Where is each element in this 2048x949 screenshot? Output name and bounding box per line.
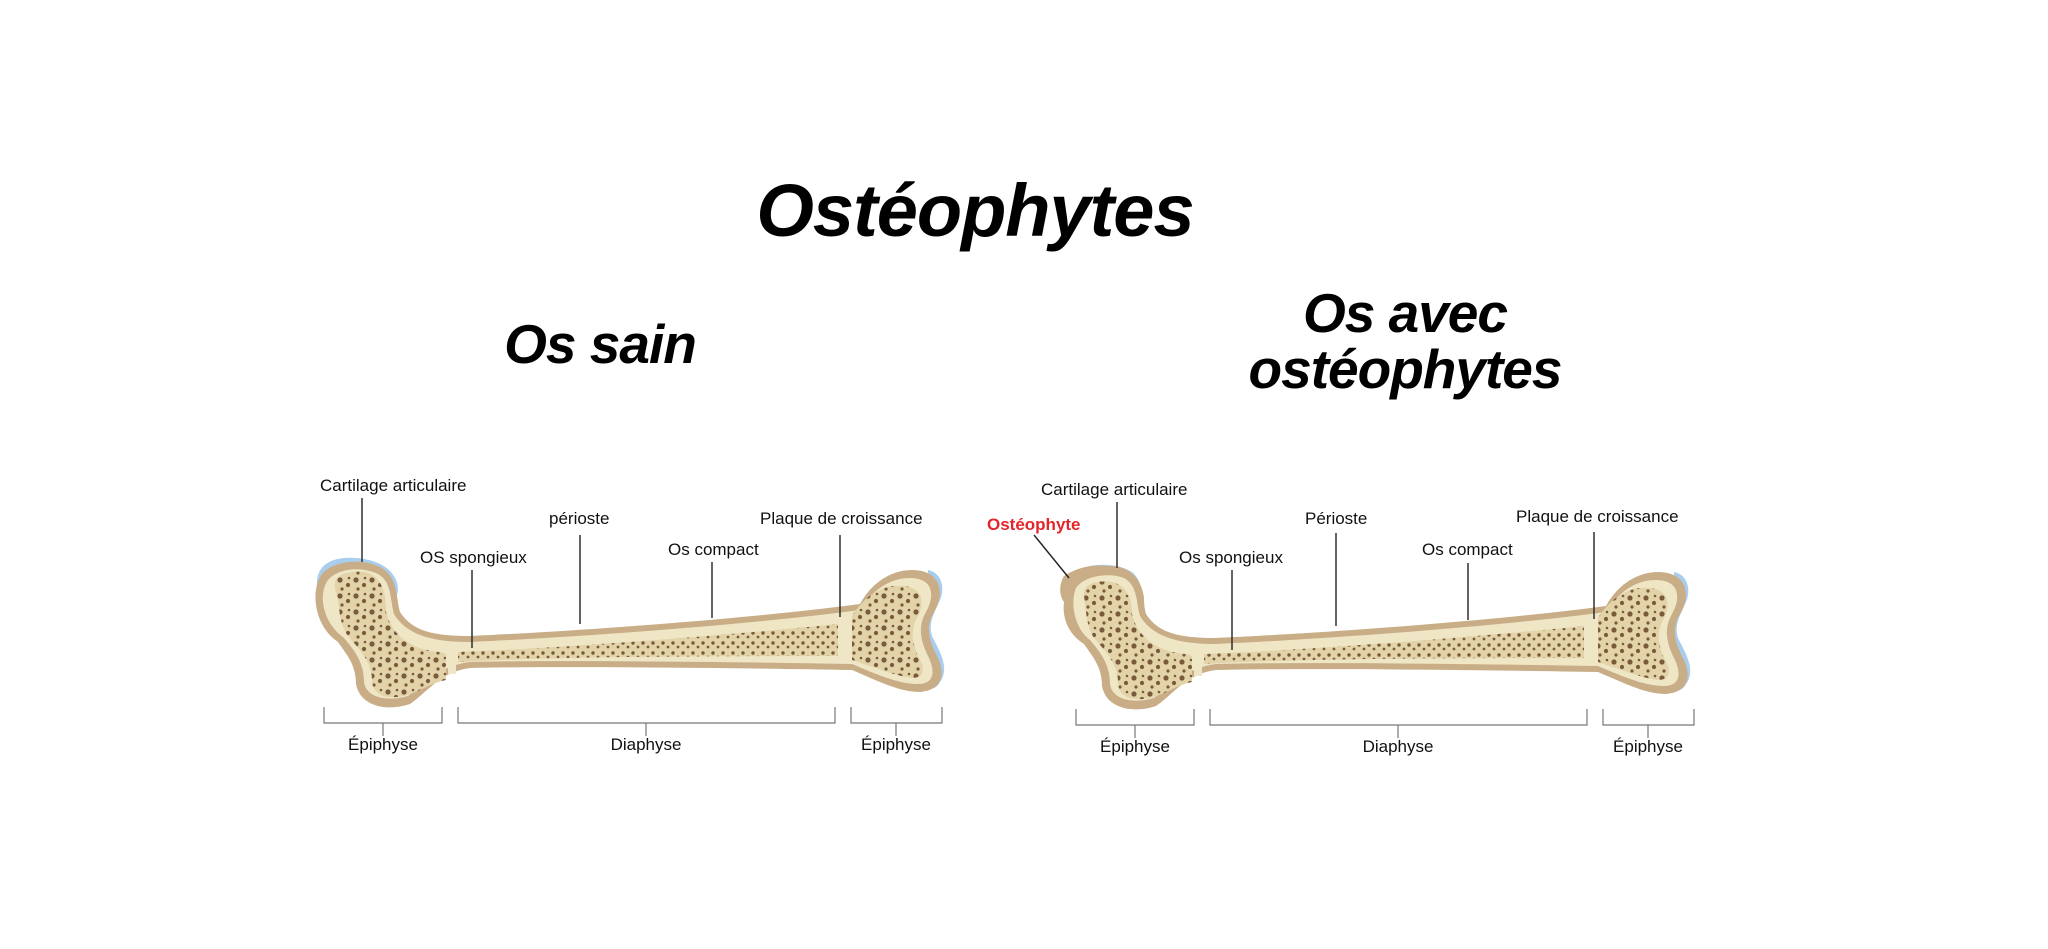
- label-diaphysis: Diaphyse: [1363, 737, 1434, 756]
- label-articular-cartilage: Cartilage articulaire: [320, 476, 466, 495]
- healthy-growth-plate-left: [448, 646, 456, 674]
- label-diaphysis: Diaphyse: [611, 735, 682, 754]
- label-epiphysis-left: Épiphyse: [348, 735, 418, 754]
- leader-osteophyte: [1033, 534, 1070, 579]
- bracket-diaphysis: [457, 707, 836, 736]
- label-compact-bone: Os compact: [668, 540, 759, 559]
- bracket-epiphysis-right: [1602, 709, 1695, 738]
- label-periosteum: périoste: [549, 509, 609, 528]
- bracket-diaphysis: [1209, 709, 1588, 738]
- osteo-spongy-left: [1083, 581, 1192, 700]
- healthy-spongy-right: [852, 585, 923, 678]
- osteo-spongy-diaphysis: [1204, 626, 1584, 664]
- osteophyte-bone-heading: Os avec ostéophytes: [1248, 282, 1563, 400]
- label-epiphysis-left: Épiphyse: [1100, 737, 1170, 756]
- label-compact-bone: Os compact: [1422, 540, 1513, 559]
- healthy-compact-bone: [322, 569, 933, 699]
- osteo-growth-plate-left: [1194, 648, 1202, 676]
- label-articular-cartilage: Cartilage articulaire: [1041, 480, 1187, 499]
- label-periosteum: Périoste: [1305, 509, 1367, 528]
- healthy-growth-plate-right: [840, 620, 848, 660]
- osteo-spongy-right: [1598, 587, 1669, 680]
- healthy-spongy-diaphysis: [458, 624, 838, 662]
- osteo-compact-bone: [1073, 575, 1679, 701]
- label-epiphysis-right: Épiphyse: [861, 735, 931, 754]
- bracket-epiphysis-left: [323, 707, 443, 736]
- bracket-epiphysis-left: [1075, 709, 1195, 738]
- label-osteophyte: Ostéophyte: [987, 515, 1081, 534]
- label-epiphysis-right: Épiphyse: [1613, 737, 1683, 756]
- bracket-epiphysis-right: [850, 707, 943, 736]
- label-spongy-bone: OS spongieux: [420, 548, 527, 567]
- healthy-bone-heading: Os sain: [504, 313, 697, 375]
- label-spongy-bone: Os spongieux: [1179, 548, 1283, 567]
- page-title: Ostéophytes: [756, 169, 1194, 252]
- osteo-growth-plate-right: [1586, 622, 1594, 662]
- osteophyte-bone: Ostéophyte Cartilage articulaire Os spon…: [987, 480, 1695, 756]
- label-growth-plate: Plaque de croissance: [1516, 507, 1679, 526]
- label-growth-plate: Plaque de croissance: [760, 509, 923, 528]
- healthy-spongy-left: [334, 571, 446, 698]
- healthy-bone: Cartilage articulaire OS spongieux pério…: [315, 476, 945, 754]
